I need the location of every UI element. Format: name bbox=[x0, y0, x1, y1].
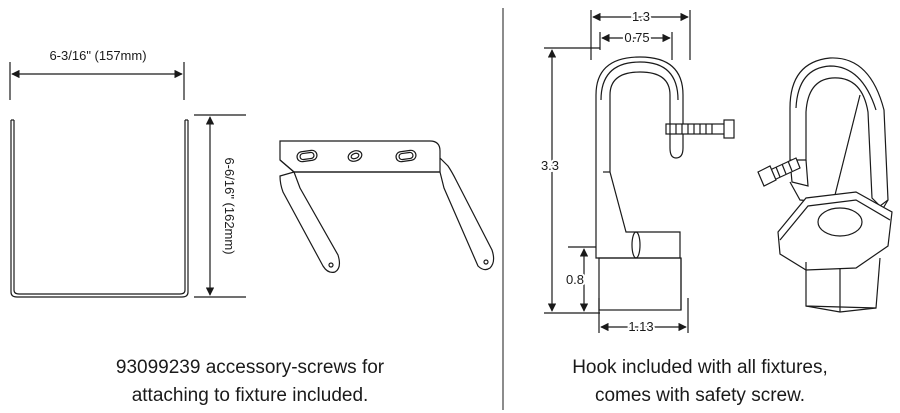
bracket-front-view-inner bbox=[13, 120, 186, 295]
right-caption-line-1: Hook included with all fixtures, bbox=[572, 357, 828, 378]
left-caption-line-1: 93099239 accessory-screws for bbox=[115, 357, 385, 378]
slot-right bbox=[395, 149, 417, 163]
height-dimension-label: 6-6/16" (162mm) bbox=[222, 157, 237, 254]
inner-width-label: 0.75 bbox=[624, 30, 649, 45]
right-caption-line-2: comes with safety screw. bbox=[594, 385, 806, 406]
left-caption: 93099239 accessory-screws for attaching … bbox=[40, 354, 460, 410]
total-height-label: 3.3 bbox=[541, 158, 559, 173]
right-panel bbox=[544, 10, 893, 333]
base-width-label: 1.13 bbox=[628, 319, 653, 334]
hook-perspective-view bbox=[757, 57, 893, 313]
safety-screw-side bbox=[665, 119, 735, 139]
bracket-front-view bbox=[10, 120, 189, 298]
left-panel bbox=[9, 62, 495, 298]
base-height-label: 0.8 bbox=[566, 272, 584, 287]
bracket-perspective-view bbox=[279, 140, 495, 273]
top-width-label: 1.3 bbox=[632, 9, 650, 24]
left-caption-line-2: attaching to fixture included. bbox=[131, 385, 369, 406]
safety-screw-perspective bbox=[757, 157, 801, 187]
slot-left bbox=[296, 149, 318, 163]
hook-side-view bbox=[595, 56, 735, 311]
mounting-hole bbox=[347, 150, 363, 162]
width-dimension-label: 6-3/16" (157mm) bbox=[49, 48, 146, 63]
hook-base-block bbox=[598, 257, 682, 311]
right-caption: Hook included with all fixtures, comes w… bbox=[500, 354, 900, 410]
